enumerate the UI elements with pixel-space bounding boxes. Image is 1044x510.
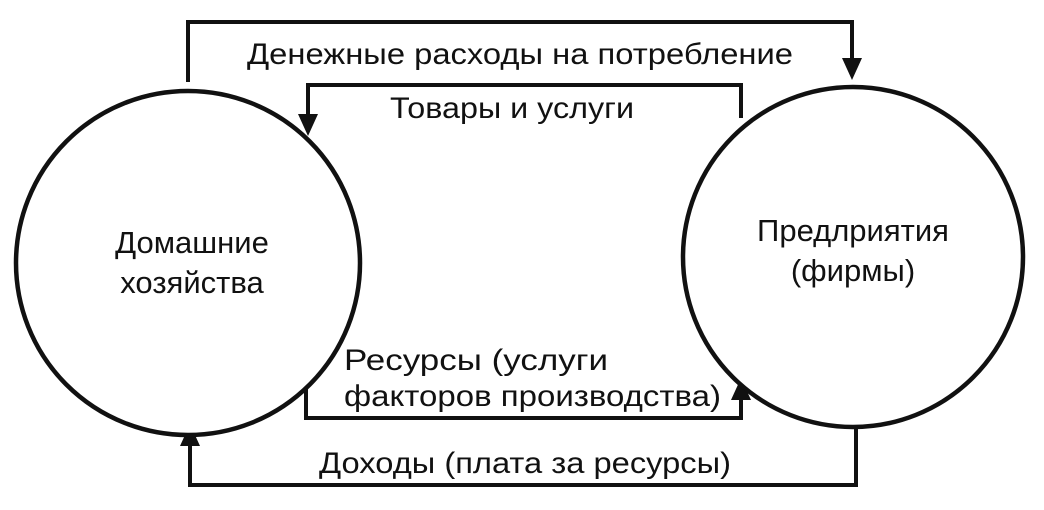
households-label-line2: хозяйства xyxy=(120,265,264,300)
goods-label: Товары и услуги xyxy=(390,92,634,125)
resources-label-line2: факторов производства) xyxy=(344,380,721,413)
households-label-line1: Домашние xyxy=(115,225,269,260)
firms-label-line1: Предлриятия xyxy=(757,213,949,248)
spending-flow xyxy=(186,20,862,82)
spending-flow-line xyxy=(186,20,854,82)
goods-flow-line xyxy=(306,83,743,118)
households-circle xyxy=(13,88,363,438)
spending-arrowhead xyxy=(842,58,862,80)
firms-circle xyxy=(680,84,1026,430)
goods-flow xyxy=(298,83,743,136)
households-node: Домашние хозяйства xyxy=(13,88,363,438)
income-label: Доходы (плата за ресурсы) xyxy=(319,447,731,480)
resources-arrowhead xyxy=(731,378,751,400)
spending-label: Денежные расходы на потребление xyxy=(247,38,793,71)
firms-node: Предлриятия (фирмы) xyxy=(680,84,1026,430)
goods-arrowhead xyxy=(298,114,318,136)
resources-label-line1: Ресурсы (услуги xyxy=(344,344,608,377)
firms-label-line2: (фирмы) xyxy=(791,253,915,288)
resources-flow xyxy=(304,378,751,420)
income-flow-line xyxy=(188,426,858,487)
resources-flow-line xyxy=(304,380,743,420)
